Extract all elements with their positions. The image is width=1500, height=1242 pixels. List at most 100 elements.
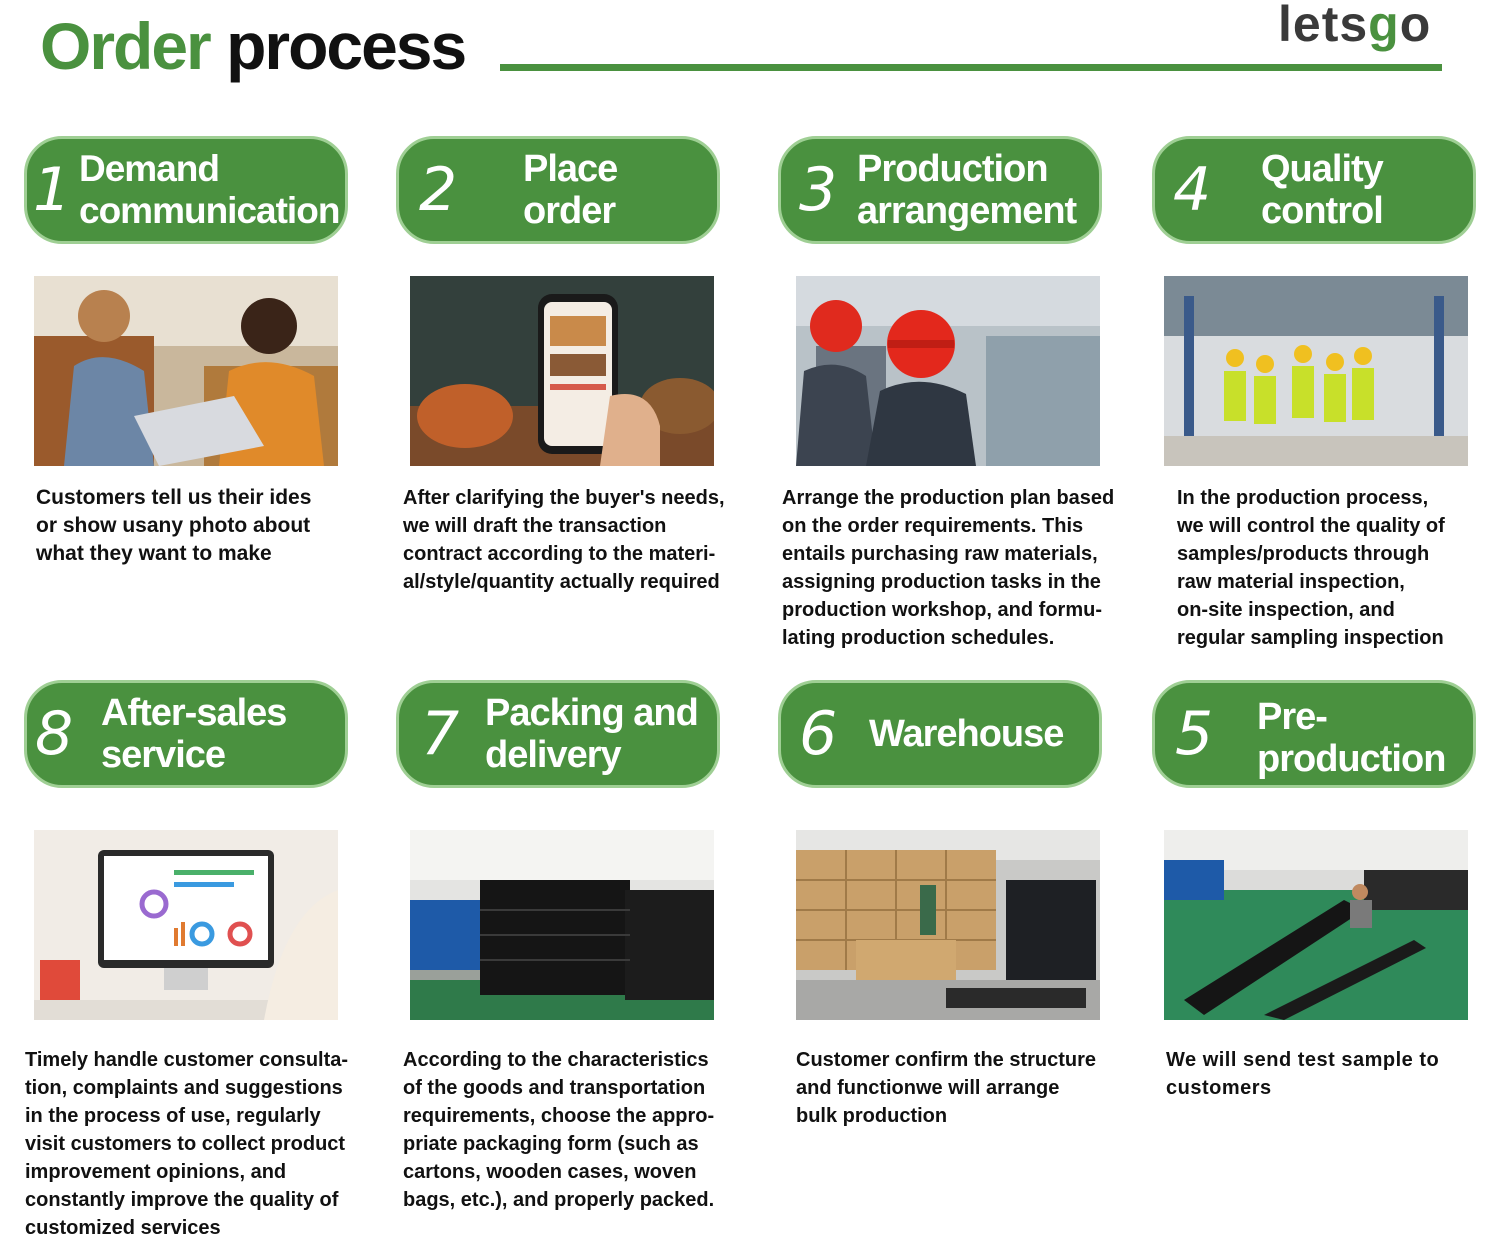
- step-title: Packing and delivery: [485, 692, 699, 776]
- desc-line: samples/products through: [1177, 543, 1430, 565]
- step-number: 5: [1175, 699, 1214, 769]
- step-title-line: After-sales: [101, 692, 287, 734]
- desc-line: We will send test sample to: [1166, 1049, 1440, 1071]
- desc-line: and functionwe will arrange: [796, 1077, 1060, 1099]
- logo-text-g: g: [1368, 0, 1400, 52]
- desc-line: Timely handle customer consulta-: [25, 1049, 349, 1071]
- step-title-line: Packing and: [485, 692, 699, 734]
- step-3-description: Arrange the production plan based on the…: [782, 484, 1114, 652]
- desc-line: contract according to the materi-: [403, 543, 716, 565]
- step-title-line: arrangement: [857, 190, 1077, 232]
- logo-text-1: lets: [1278, 0, 1369, 52]
- desc-line: al/style/quantity actually required: [403, 571, 720, 593]
- desc-line: customized services: [25, 1217, 221, 1239]
- factory-workers-photo: [796, 276, 1100, 466]
- desc-line: After clarifying the buyer's needs,: [403, 487, 725, 509]
- step-title: Production arrangement: [857, 148, 1077, 232]
- desc-line: tion, complaints and suggestions: [25, 1077, 343, 1099]
- step-7-header: 7 Packing and delivery: [396, 680, 720, 788]
- desc-line: we will draft the transaction: [403, 515, 667, 537]
- step-title-line: Warehouse: [869, 713, 1064, 755]
- step-title-line: control: [1261, 190, 1384, 232]
- step-number: 7: [421, 699, 460, 769]
- desc-line: According to the characteristics: [403, 1049, 709, 1071]
- customers-meeting-image: [34, 276, 338, 466]
- desc-line: Customers tell us their ides: [36, 486, 312, 509]
- desc-line: customers: [1166, 1077, 1272, 1099]
- title-word-process: process: [226, 9, 467, 83]
- desc-line: we will control the quality of: [1177, 515, 1445, 537]
- step-1-header: 1 Demand communication: [24, 136, 348, 244]
- step-number: 6: [799, 699, 838, 769]
- step-title-line: Place: [523, 148, 618, 190]
- warehouse-cartons-image: [796, 830, 1100, 1020]
- step-number: 2: [419, 155, 458, 225]
- desc-line: lating production schedules.: [782, 627, 1055, 649]
- factory-workers-image: [796, 276, 1100, 466]
- step-title-line: Demand: [79, 148, 220, 189]
- step-8-description: Timely handle customer consulta- tion, c…: [25, 1046, 348, 1242]
- quality-inspectors-photo: [1164, 276, 1468, 466]
- desc-line: on-site inspection, and: [1177, 599, 1395, 621]
- step-title: Warehouse: [869, 713, 1064, 755]
- step-title-line: order: [523, 190, 616, 232]
- step-6-description: Customer confirm the structure and funct…: [796, 1046, 1096, 1130]
- title-divider: [500, 64, 1442, 71]
- step-title-line: communication: [79, 190, 340, 231]
- step-2-description: After clarifying the buyer's needs, we w…: [403, 484, 725, 596]
- desc-line: constantly improve the quality of: [25, 1189, 339, 1211]
- step-title: Demand communication: [79, 148, 340, 232]
- warehouse-cartons-photo: [796, 830, 1100, 1020]
- desc-line: visit customers to collect product: [25, 1133, 346, 1155]
- step-title-line: Quality: [1261, 148, 1384, 190]
- desc-line: Arrange the production plan based: [782, 487, 1115, 509]
- step-4-description: In the production process, we will contr…: [1177, 484, 1445, 652]
- desc-line: bags, etc.), and properly packed.: [403, 1189, 715, 1211]
- customers-meeting-photo: [34, 276, 338, 466]
- desc-line: Customer confirm the structure: [796, 1049, 1097, 1071]
- step-number: 3: [799, 155, 838, 225]
- desc-line: production workshop, and formu-: [782, 599, 1102, 621]
- step-5-description: We will send test sample to customers: [1166, 1046, 1439, 1102]
- step-4-header: 4 Quality control: [1152, 136, 1476, 244]
- step-title-line: Pre-: [1257, 696, 1328, 738]
- desc-line: or show usany photo about: [36, 514, 311, 537]
- step-title: Pre- production: [1257, 696, 1446, 780]
- step-2-header: 2 Place order: [396, 136, 720, 244]
- desc-line: of the goods and transportation: [403, 1077, 706, 1099]
- step-1-description: Customers tell us their ides or show usa…: [36, 484, 311, 568]
- desc-line: entails purchasing raw materials,: [782, 543, 1098, 565]
- desc-line: on the order requirements. This: [782, 515, 1084, 537]
- step-number: 8: [35, 699, 74, 769]
- step-title: After-sales service: [101, 692, 287, 776]
- step-title: Place order: [523, 148, 618, 232]
- step-title: Quality control: [1261, 148, 1384, 232]
- step-title-line: production: [1257, 738, 1446, 780]
- desc-line: regular sampling inspection: [1177, 627, 1444, 649]
- step-3-header: 3 Production arrangement: [778, 136, 1102, 244]
- desc-line: cartons, wooden cases, woven: [403, 1161, 697, 1183]
- packed-goods-photo: [410, 830, 714, 1020]
- logo-text-2: o: [1399, 0, 1432, 52]
- sample-workshop-image: [1164, 830, 1468, 1020]
- dashboard-monitor-photo: [34, 830, 338, 1020]
- desc-line: priate packaging form (such as: [403, 1133, 699, 1155]
- packed-goods-image: [410, 830, 714, 1020]
- letsgo-logo: letsgo: [1278, 0, 1431, 54]
- step-title-line: service: [101, 734, 226, 776]
- smartphone-order-photo: [410, 276, 714, 466]
- desc-line: bulk production: [796, 1105, 948, 1127]
- step-title-line: Production: [857, 148, 1049, 190]
- step-7-description: According to the characteristics of the …: [403, 1046, 714, 1214]
- page-title: Order process: [40, 6, 467, 86]
- smartphone-order-image: [410, 276, 714, 466]
- step-number: 4: [1173, 155, 1212, 225]
- step-number: 1: [33, 155, 72, 225]
- title-word-order: Order: [40, 9, 212, 83]
- desc-line: raw material inspection,: [1177, 571, 1405, 593]
- desc-line: improvement opinions, and: [25, 1161, 287, 1183]
- step-5-header: 5 Pre- production: [1152, 680, 1476, 788]
- dashboard-monitor-image: [34, 830, 338, 1020]
- quality-inspectors-image: [1164, 276, 1468, 466]
- step-6-header: 6 Warehouse: [778, 680, 1102, 788]
